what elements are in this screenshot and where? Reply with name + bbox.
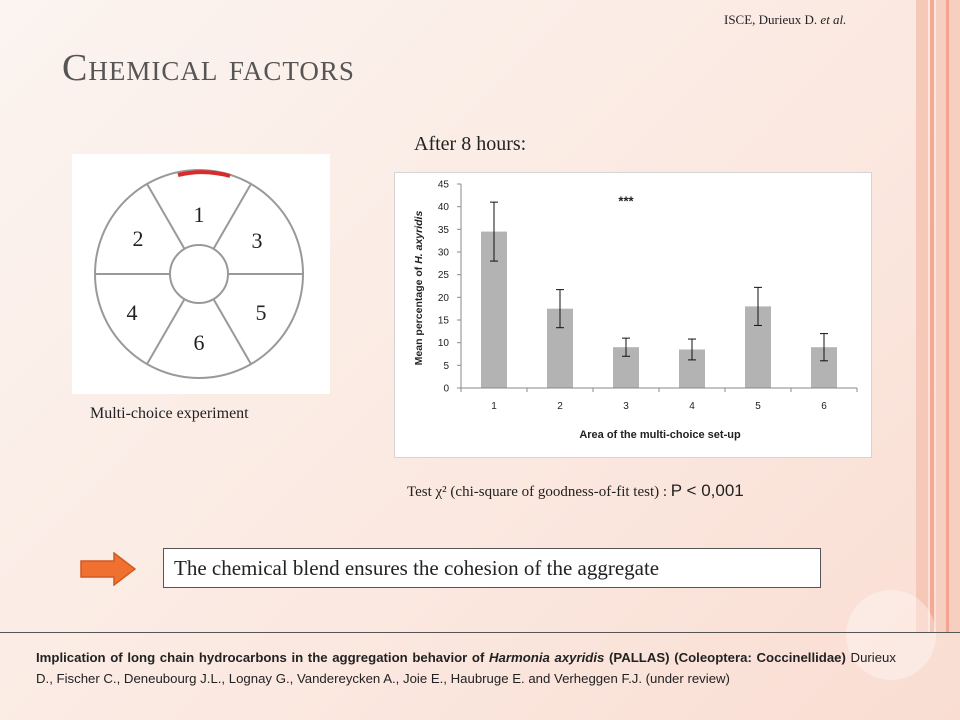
y-tick-label: 15 [438, 316, 450, 327]
y-tick-label: 10 [438, 338, 450, 349]
wheel-center [169, 244, 229, 304]
y-axis-label-prefix: Mean percentage of [413, 266, 425, 365]
x-tick-label: 3 [623, 401, 629, 412]
p-value: P < 0,001 [670, 481, 744, 500]
highlight-arc [177, 170, 231, 178]
reference-species: Harmonia axyridis [489, 650, 605, 665]
y-tick-label: 5 [443, 361, 449, 372]
reference-title-a: Implication of long chain hydrocarbons i… [36, 650, 485, 665]
footer-separator [0, 632, 960, 633]
wheel-sector-label: 2 [133, 226, 144, 251]
x-axis: 1 2 3 4 5 6 [460, 387, 858, 412]
y-tick-label: 35 [438, 225, 450, 236]
time-label: After 8 hours: [414, 133, 527, 155]
significance-annotation: *** [618, 194, 634, 209]
y-tick-label: 40 [438, 202, 450, 213]
decor-stripe [930, 0, 934, 632]
y-tick-label: 0 [443, 384, 449, 395]
wheel-divider [146, 183, 186, 250]
wheel-sector-label: 5 [256, 300, 267, 325]
wheel-sector-label: 1 [194, 202, 205, 227]
statistical-test: Test χ² (chi-square of goodness-of-fit t… [407, 481, 744, 501]
arrow-right-icon [80, 552, 136, 586]
decor-stripe [916, 0, 928, 632]
x-tick-label: 4 [689, 401, 695, 412]
multi-choice-wheel-panel: 1 2 3 4 5 6 [72, 154, 330, 394]
x-tick-label: 5 [755, 401, 761, 412]
x-tick-label: 1 [491, 401, 497, 412]
y-tick-label: 25 [438, 270, 450, 281]
decor-stripe [946, 0, 949, 632]
y-axis: 0 5 10 15 20 25 30 35 40 45 [438, 180, 462, 395]
wheel-divider [212, 183, 252, 250]
conclusion-box: The chemical blend ensures the cohesion … [163, 548, 821, 588]
y-axis-label: Mean percentage of H. axyridis [413, 211, 425, 366]
wheel-divider [146, 298, 186, 365]
credit-etal: et al. [820, 12, 847, 27]
y-axis-label-species: H. axyridis [413, 211, 425, 264]
x-axis-label: Area of the multi-choice set-up [579, 429, 741, 441]
x-tick-label: 2 [557, 401, 563, 412]
y-tick-label: 45 [438, 180, 450, 191]
x-tick-label: 6 [821, 401, 827, 412]
credit-authors: ISCE, Durieux D. [724, 12, 818, 27]
slide-credit: ISCE, Durieux D. et al. [724, 12, 846, 28]
reference-authors: Durieux D., Fischer C., Deneubourg J.L.,… [36, 650, 896, 686]
y-tick-label: 30 [438, 248, 450, 259]
error-bars [490, 201, 828, 362]
multi-choice-wheel: 1 2 3 4 5 6 [94, 169, 304, 379]
wheel-sector-label: 6 [194, 330, 205, 355]
reference-title-b: (PALLAS) (Coleoptera: Coccinellidae) [609, 650, 846, 665]
y-tick-label: 20 [438, 293, 450, 304]
wheel-sector-label: 3 [252, 228, 263, 253]
wheel-sector-label: 4 [127, 300, 138, 325]
wheel-caption: Multi-choice experiment [90, 405, 249, 422]
bar-series [481, 231, 837, 388]
test-description: Test χ² (chi-square of goodness-of-fit t… [407, 484, 668, 500]
slide-title: Chemical factors [62, 47, 355, 89]
wheel-divider [212, 298, 252, 365]
reference-citation: Implication of long chain hydrocarbons i… [36, 647, 896, 689]
decor-circle [846, 590, 936, 680]
